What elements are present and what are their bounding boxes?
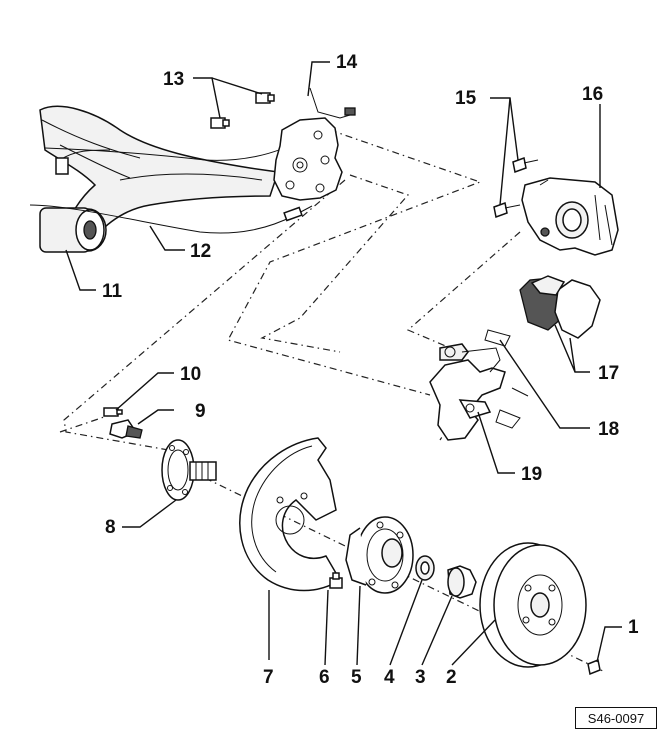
label-11: 11: [102, 281, 123, 302]
label-8: 8: [105, 517, 116, 538]
label-1: 1: [628, 617, 639, 638]
brake-caliper: [521, 177, 619, 256]
label-4: 4: [384, 667, 395, 688]
label-17: 17: [598, 363, 619, 384]
part-labels: 13 14 15 16 12 11 17 10 9 18 19 8 1 7 6 …: [102, 52, 639, 688]
stub-axle: [161, 439, 217, 501]
reference-code: S46-0097: [575, 707, 657, 729]
label-18: 18: [598, 419, 619, 440]
hub-nut: [415, 555, 435, 581]
brake-pads: [519, 275, 601, 339]
label-3: 3: [415, 667, 426, 688]
axle-carrier-plate: [273, 87, 356, 201]
label-10: 10: [180, 364, 201, 385]
label-19: 19: [521, 464, 542, 485]
label-9: 9: [195, 401, 206, 422]
label-13: 13: [163, 69, 184, 90]
label-7: 7: [263, 667, 274, 688]
leader-lines: [65, 61, 622, 666]
label-2: 2: [446, 667, 457, 688]
label-12: 12: [190, 241, 211, 262]
screw-1: [587, 658, 601, 676]
label-15: 15: [455, 88, 477, 109]
bolts-13: [210, 92, 275, 129]
label-6: 6: [319, 667, 330, 688]
trailing-arm: [29, 105, 313, 253]
speed-sensor: [103, 407, 143, 439]
brake-carrier: [429, 329, 529, 441]
label-16: 16: [582, 84, 603, 105]
wheel-hub: [345, 516, 414, 594]
bolt-6: [329, 572, 343, 589]
splash-shield: [239, 437, 342, 592]
label-5: 5: [351, 667, 362, 688]
bolts-15: [493, 156, 539, 219]
grease-cap: [447, 565, 477, 599]
brake-disc: [479, 542, 587, 668]
label-14: 14: [336, 52, 358, 73]
